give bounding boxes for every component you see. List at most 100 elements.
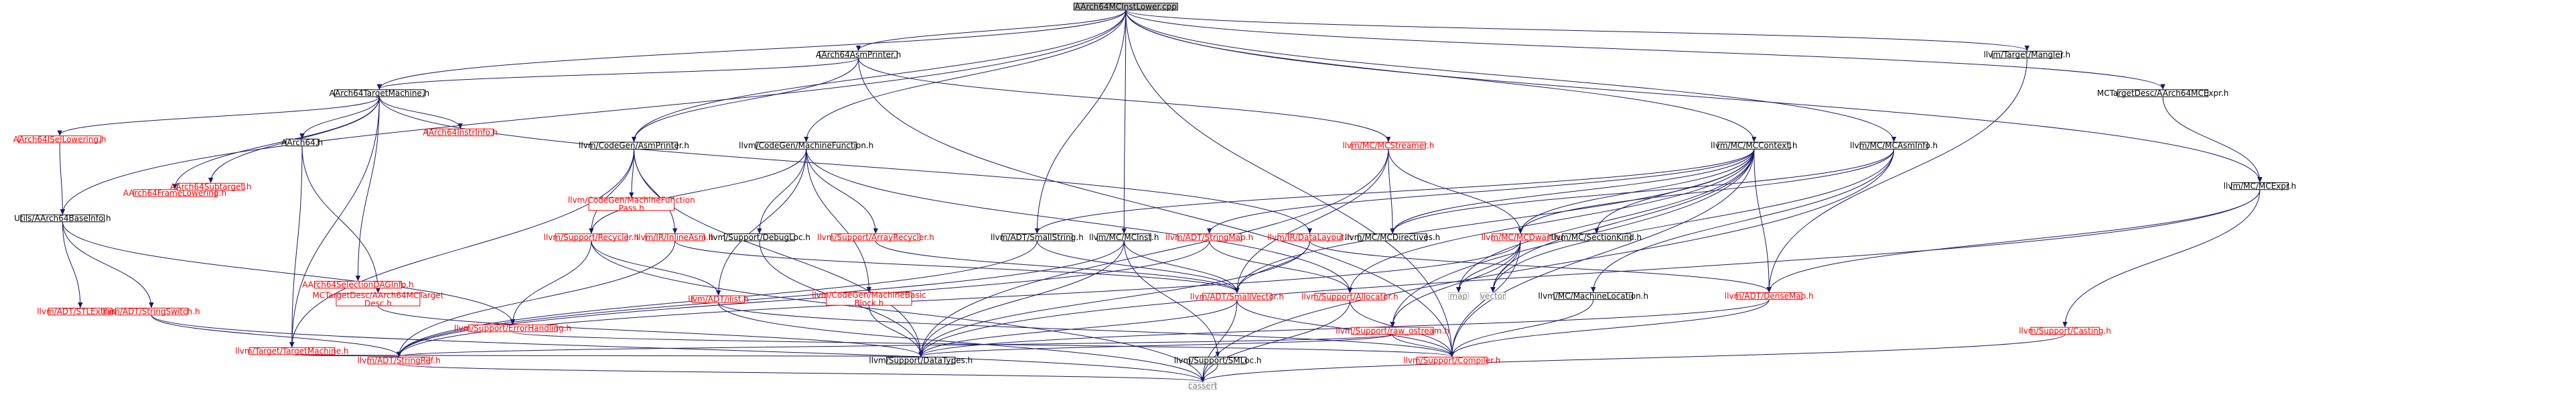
node-mcinst[interactable]: llvm/MC/MCInst.h (1089, 233, 1159, 242)
edge-root-to-compiler (1125, 10, 1452, 356)
node-mcasminfo[interactable]: llvm/MC/MCAsmInfo.h (1850, 141, 1938, 150)
node-allocator[interactable]: llvm/Support/Allocator.h (1301, 292, 1398, 301)
node-box (2231, 182, 2289, 190)
node-label: llvm/Support/ErrorHandling.h (454, 324, 571, 333)
edge-tm-to-instrinfo (378, 97, 460, 128)
node-mcsectionkind[interactable]: llvm/MC/SectionKind.h (1551, 233, 1642, 242)
node-box (314, 280, 402, 289)
edge-root-to-mcexpr (1125, 10, 2260, 182)
edge-mcdwarf-to-rawostream (1392, 241, 1521, 327)
node-label: llvm/ADT/DenseMap.h (1725, 292, 1814, 301)
node-mcmachineloc[interactable]: llvm/MC/MachineLocation.h (1538, 292, 1648, 301)
edge-utils-to-errhandling (62, 221, 512, 325)
edge-recycler-to-ilist (591, 241, 719, 295)
node-debugloc[interactable]: llvm/Support/DebugLoc.h (709, 233, 810, 242)
node-mcexpr[interactable]: llvm/MC/MCExpr.h (2224, 182, 2297, 191)
edge-cgasmprinter-to-targetmachine (292, 149, 635, 347)
edge-root-to-utils (62, 10, 1127, 214)
node-datalayout[interactable]: llvm/IR/DataLayout.h (1267, 233, 1352, 242)
node-label: llvm/Support/Allocator.h (1301, 292, 1398, 301)
node-subtarget[interactable]: AArch64Subtarget.h (170, 182, 252, 191)
node-mcdwarf[interactable]: llvm/MC/MCDwarf.h (1482, 233, 1560, 242)
node-seldag[interactable]: AArch64SelectionDAGInfo.h (302, 280, 413, 290)
node-adtstrswitch[interactable]: llvm/ADT/StringSwitch.h (102, 307, 200, 317)
node-label: AArch64TargetMachine.h (330, 89, 430, 98)
edge-cgmf-to-ilist (719, 149, 807, 295)
node-box (1416, 356, 1488, 365)
node-isellow[interactable]: AArch64ISelLowering.h (13, 135, 106, 144)
node-cgasmprinter[interactable]: llvm/CodeGen/AsmPrinter.h (579, 141, 689, 150)
edge-cgmf-to-debugloc (760, 149, 807, 233)
node-framelow[interactable]: AArch64FrameLowering.h (123, 188, 226, 198)
node-label: llvm/ADT/StringSwitch.h (102, 307, 200, 317)
node-utils[interactable]: Utils/AArch64BaseInfo.h (14, 214, 111, 223)
edge-cgmf-to-recycler (591, 149, 807, 233)
node-compiler[interactable]: llvm/Support/Compiler.h (1403, 356, 1500, 365)
edge-targetmachine-to-stringref (291, 355, 399, 357)
node-label: llvm/Support/Recycler.h (544, 233, 639, 242)
edge-mcexpr-to-casting (2065, 189, 2261, 327)
node-label: Desc.h (364, 299, 392, 308)
node-arrayrecycler[interactable]: llvm/Support/ArrayRecycler.h (817, 233, 934, 242)
node-mcdirectives[interactable]: llvm/MC/MCDirectives.h (1345, 233, 1440, 242)
edge-mcasminfo-to-cassert (1203, 149, 1895, 382)
edge-mcdwarf-to-map (1459, 241, 1521, 292)
edge-mcasminfo-to-mcdwarf (1520, 149, 1895, 233)
edge-root-to-cgmf (806, 10, 1127, 142)
node-tm[interactable]: AArch64TargetMachine.h (330, 89, 430, 98)
node-targetmachine[interactable]: llvm/Target/TargetMachine.h (235, 347, 348, 356)
node-box (1001, 233, 1073, 241)
edge-arrayrecycler-to-smallvector (875, 240, 1236, 292)
node-densemap[interactable]: llvm/ADT/DenseMap.h (1725, 292, 1814, 301)
edge-mccontext-to-allocator (1350, 149, 1755, 292)
edge-mcexpr-to-densemap (1769, 189, 2261, 292)
edge-recycler-to-cassert (591, 241, 1203, 382)
node-aarch64[interactable]: AArch64.h (281, 138, 323, 148)
node-mctdexpr[interactable]: MCTargetDesc/AArch64MCExpr.h (2097, 89, 2229, 98)
node-label: MCTargetDesc/AArch64MCTarget (312, 291, 443, 300)
node-cgmf[interactable]: llvm/CodeGen/MachineFunction.h (739, 141, 873, 150)
node-box (645, 233, 705, 241)
edge-mccontext-to-map (1459, 149, 1755, 292)
node-recycler[interactable]: llvm/Support/Recycler.h (544, 233, 639, 242)
node-mangler[interactable]: llvm/Target/Mangler.h (1984, 50, 2071, 60)
node-smloc[interactable]: llvm/Support/SMLoc.h (1174, 356, 1262, 365)
node-smallstring[interactable]: llvm/ADT/SmallString.h (991, 233, 1084, 242)
node-mcstreamer[interactable]: llvm/MC/MCStreamer.h (1342, 141, 1434, 150)
node-box (367, 356, 431, 365)
node-label: llvm/CodeGen/MachineFunction.h (739, 141, 873, 150)
node-casting[interactable]: llvm/Support/Casting.h (2019, 326, 2111, 335)
edge-inlineasm-to-stringref (399, 241, 676, 356)
node-root[interactable]: AArch64MCInstLower.cpp (1073, 2, 1178, 11)
node-label: llvm/ADT/SmallVector.h (1190, 292, 1284, 301)
node-instrinfo[interactable]: AArch64InstrInfo.h (423, 127, 498, 137)
node-stringref[interactable]: llvm/ADT/StringRef.h (358, 356, 441, 365)
node-ilist[interactable]: llvm/ADT/ilist.h (688, 294, 749, 304)
node-label: AArch64FrameLowering.h (123, 188, 226, 198)
node-box (115, 307, 188, 316)
node-box (2117, 89, 2209, 97)
edge-datalayout-to-smallvector (1237, 241, 1310, 292)
dependency-nodes: AArch64MCInstLower.cppAArch64AsmPrinter.… (13, 2, 2296, 390)
node-datatypes[interactable]: llvm/Support/DataTypes.h (869, 356, 973, 365)
node-label: llvm/MC/SectionKind.h (1551, 233, 1642, 242)
node-box (1189, 382, 1217, 390)
edge-densemap-to-compiler (1452, 299, 1770, 357)
node-stringmap[interactable]: llvm/ADT/StringMap.h (1165, 233, 1253, 242)
edge-tm-to-framelow (175, 97, 380, 189)
node-cassert: cassert (1188, 381, 1218, 390)
node-label: llvm/MC/MCAsmInfo.h (1850, 141, 1938, 150)
edge-ilist-to-cassert (718, 302, 1203, 382)
node-label: llvm/ADT/STLExtras.h (37, 307, 123, 317)
node-rawostream[interactable]: llvm/Support/raw_ostream.h (1336, 326, 1449, 335)
node-asmprinter[interactable]: AArch64AsmPrinter.h (816, 50, 901, 60)
node-adtstrext[interactable]: llvm/ADT/STLExtras.h (37, 307, 123, 317)
node-inlineasm[interactable]: llvm/IR/InlineAsm.h (636, 233, 714, 242)
node-errhandling[interactable]: llvm/Support/ErrorHandling.h (454, 324, 571, 333)
node-mccontext[interactable]: llvm/MC/MCContext.h (1711, 141, 1797, 150)
node-smallvector[interactable]: llvm/ADT/SmallVector.h (1190, 292, 1284, 301)
edge-mccontext-to-stringmap (1210, 149, 1755, 233)
